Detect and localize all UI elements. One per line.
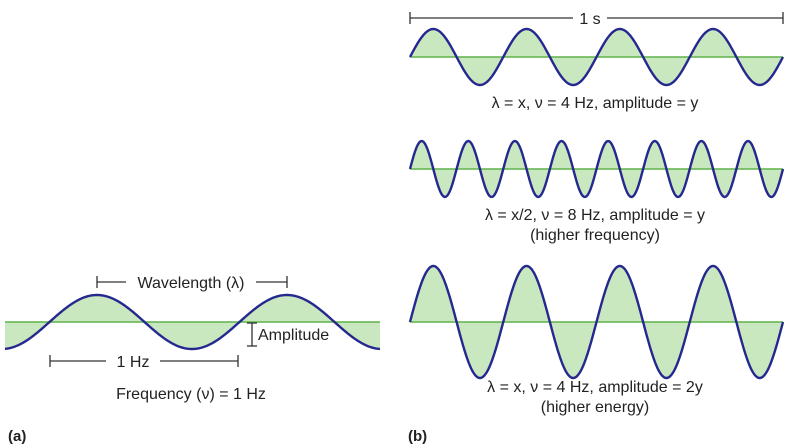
panel-b-wave-1: [408, 27, 785, 87]
wave-3-caption: λ = x, ν = 4 Hz, amplitude = 2y: [487, 379, 703, 396]
period-label: 1 Hz: [117, 354, 150, 371]
wave-2-caption: λ = x/2, ν = 8 Hz, amplitude = y: [485, 207, 705, 224]
panel-b-wave-3: [408, 264, 785, 380]
panel-b: 1 s λ = x, ν = 4 Hz, amplitude = y λ = x…: [408, 11, 785, 445]
amplitude-label: Amplitude: [258, 327, 329, 344]
panel-b-label: (b): [408, 428, 427, 445]
panel-a: Wavelength (λ) Amplitude 1 Hz Frequency …: [4, 275, 381, 445]
wave-2-note: (higher frequency): [530, 227, 660, 244]
panel-a-label: (a): [8, 428, 26, 445]
time-label: 1 s: [579, 11, 600, 28]
panel-a-wave: [4, 293, 381, 351]
wave-3-note: (higher energy): [541, 399, 650, 416]
wavelength-label: Wavelength (λ): [138, 275, 245, 292]
wave-1-caption: λ = x, ν = 4 Hz, amplitude = y: [492, 95, 699, 112]
panel-b-wave-2: [408, 139, 785, 199]
frequency-caption: Frequency (ν) = 1 Hz: [116, 386, 266, 403]
